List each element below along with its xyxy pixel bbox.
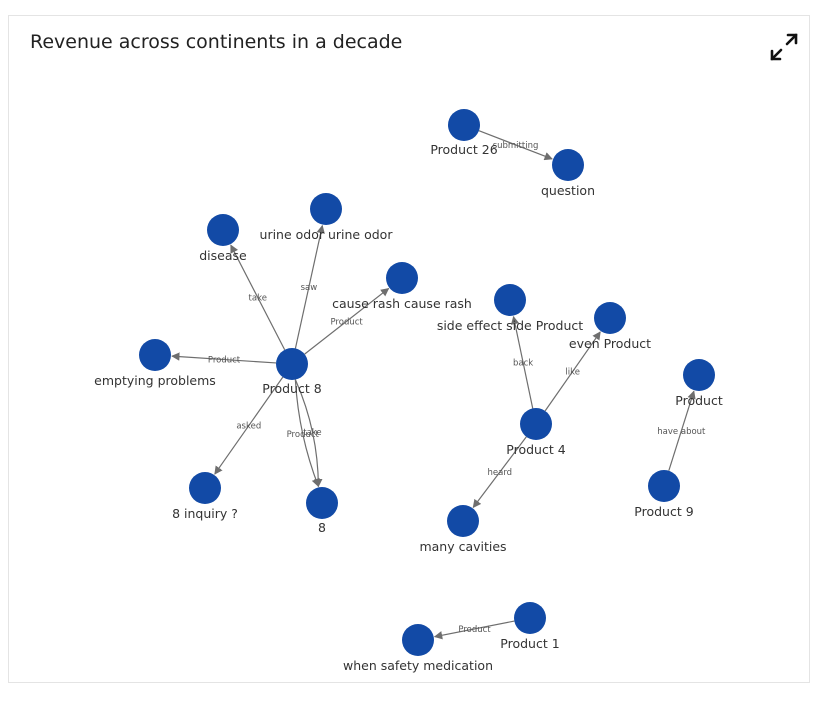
graph-node[interactable] (139, 339, 171, 371)
edge-label: take (303, 428, 321, 438)
graph-node[interactable] (552, 149, 584, 181)
graph-node[interactable] (306, 487, 338, 519)
expand-icon[interactable] (769, 32, 799, 62)
graph-node[interactable] (386, 262, 418, 294)
node-label: 8 (318, 520, 326, 535)
graph-node[interactable] (402, 624, 434, 656)
node-label: Product 8 (262, 381, 321, 396)
graph-edge (544, 331, 601, 412)
graph-node[interactable] (494, 284, 526, 316)
graph-edge (230, 244, 286, 351)
node-label: when safety medication (343, 658, 493, 673)
node-label: Product (675, 393, 723, 408)
graph-node[interactable] (207, 214, 239, 246)
graph-edge (294, 224, 325, 349)
node-label: Product 4 (506, 442, 565, 457)
graph-node[interactable] (448, 109, 480, 141)
graph-node[interactable] (447, 505, 479, 537)
graph-node[interactable] (594, 302, 626, 334)
graph-edge (510, 315, 534, 409)
edge-label: like (565, 367, 580, 377)
edge-label: saw (301, 283, 318, 293)
edge-label: take (249, 293, 267, 303)
graph-node[interactable] (514, 602, 546, 634)
node-label: disease (199, 248, 247, 263)
graph-edge (304, 287, 390, 355)
edge-label: have about (657, 427, 706, 437)
node-label: Product 1 (500, 636, 559, 651)
graph-edge (294, 379, 320, 488)
node-label: Product 26 (430, 142, 497, 157)
graph-edge (294, 379, 323, 488)
node-label: even Product (569, 336, 651, 351)
edge-label: heard (488, 468, 513, 478)
node-label: urine odor urine odor (260, 227, 394, 242)
graph-edge (478, 130, 553, 161)
graph-edge (171, 352, 277, 364)
node-label: emptying problems (94, 373, 216, 388)
edge-label: Product (208, 356, 241, 366)
graph-edge (433, 620, 515, 640)
node-label: cause rash cause rash (332, 296, 472, 311)
node-label: side effect side Product (437, 318, 583, 333)
edge-label: back (513, 358, 533, 368)
node-label: 8 inquiry ? (172, 506, 238, 521)
graph-edge (214, 376, 284, 475)
graph-node[interactable] (683, 359, 715, 391)
chart-title: Revenue across continents in a decade (30, 31, 403, 53)
graph-node[interactable] (276, 348, 308, 380)
edge-label: submitting (493, 141, 539, 151)
node-label: question (541, 183, 595, 198)
graph-edge (668, 390, 696, 471)
edge-label: Product (287, 430, 320, 440)
node-label: Product 9 (634, 504, 693, 519)
graph-edge (472, 436, 527, 509)
graph-node[interactable] (520, 408, 552, 440)
graph-node[interactable] (310, 193, 342, 225)
edge-label: Product (330, 317, 363, 327)
edge-label: asked (236, 422, 261, 432)
node-label: many cavities (419, 539, 506, 554)
graph-node[interactable] (189, 472, 221, 504)
graph-node[interactable] (648, 470, 680, 502)
edge-label: Product (458, 625, 491, 635)
